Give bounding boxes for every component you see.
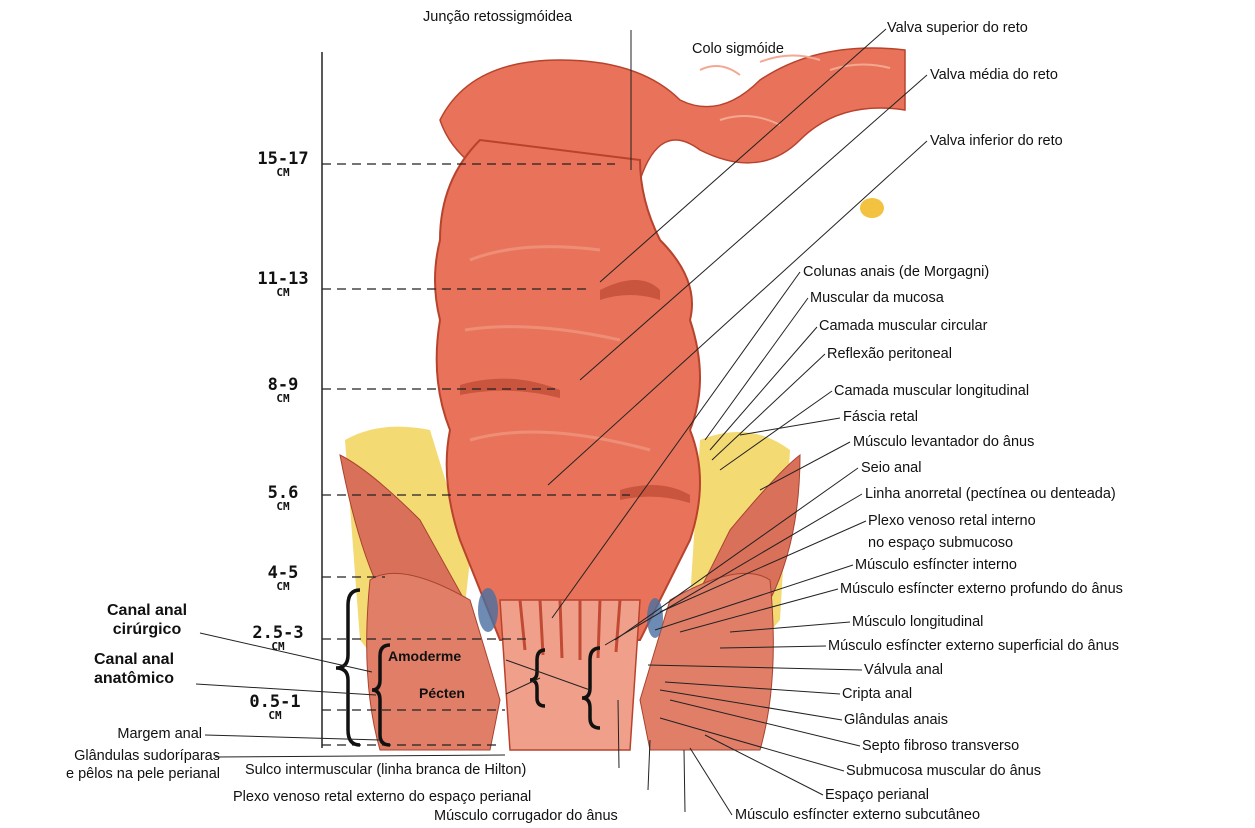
internal-venous-plexus-right [647,598,663,638]
label-seio-anal: Seio anal [861,460,921,477]
label-espaco-perianal: Espaço perianal [825,787,929,804]
label-glandulas-anais: Glândulas anais [844,712,948,729]
label-reflexao-peritoneal: Reflexão peritoneal [827,346,952,363]
label-esfincter-profundo: Músculo esfíncter externo profundo do ân… [840,581,1123,598]
label-plexo-interno-2: no espaço submucoso [868,535,1013,552]
label-valva-inferior: Valva inferior do reto [930,133,1063,150]
label-camada-longitudinal: Camada muscular longitudinal [834,383,1029,400]
label-esfincter-subcutaneo: Músculo esfíncter externo subcutâneo [735,807,980,824]
label-camada-circular: Camada muscular circular [819,318,987,335]
label-juncao-retossigmoidea: Junção retossigmóidea [423,9,572,26]
appendix-epiploica [860,198,884,218]
label-plexo-externo: Plexo venoso retal externo do espaço per… [233,789,531,806]
label-esfincter-superficial: Músculo esfíncter externo superficial do… [828,638,1119,655]
label-pecten: Pécten [419,685,465,701]
label-margem-anal: Margem anal [80,726,202,743]
label-valva-superior: Valva superior do reto [887,20,1028,37]
label-submucosa-muscular: Submucosa muscular do ânus [846,763,1041,780]
label-plexo-interno-1: Plexo venoso retal interno [868,513,1036,530]
label-colo-sigmoide: Colo sigmóide [692,41,784,58]
label-valva-media: Valva média do reto [930,67,1058,84]
label-valvula-anal: Válvula anal [864,662,943,679]
label-musculo-corrugador: Músculo corrugador do ânus [434,808,618,825]
label-esfincter-interno: Músculo esfíncter interno [855,557,1017,574]
label-colunas-anais: Colunas anais (de Morgagni) [803,264,989,281]
label-musculo-longitudinal: Músculo longitudinal [852,614,983,631]
label-linha-anorretal: Linha anorretal (pectínea ou denteada) [865,486,1116,503]
label-muscular-mucosa: Muscular da mucosa [810,290,944,307]
label-cripta-anal: Cripta anal [842,686,912,703]
label-fascia-retal: Fáscia retal [843,409,918,426]
label-sulco-intermuscular: Sulco intermuscular (linha branca de Hil… [245,762,526,779]
label-levantador-anus: Músculo levantador do ânus [853,434,1034,451]
internal-venous-plexus-left [478,588,498,632]
label-septo-fibroso: Septo fibroso transverso [862,738,1019,755]
label-amoderme: Amoderme [388,648,461,664]
